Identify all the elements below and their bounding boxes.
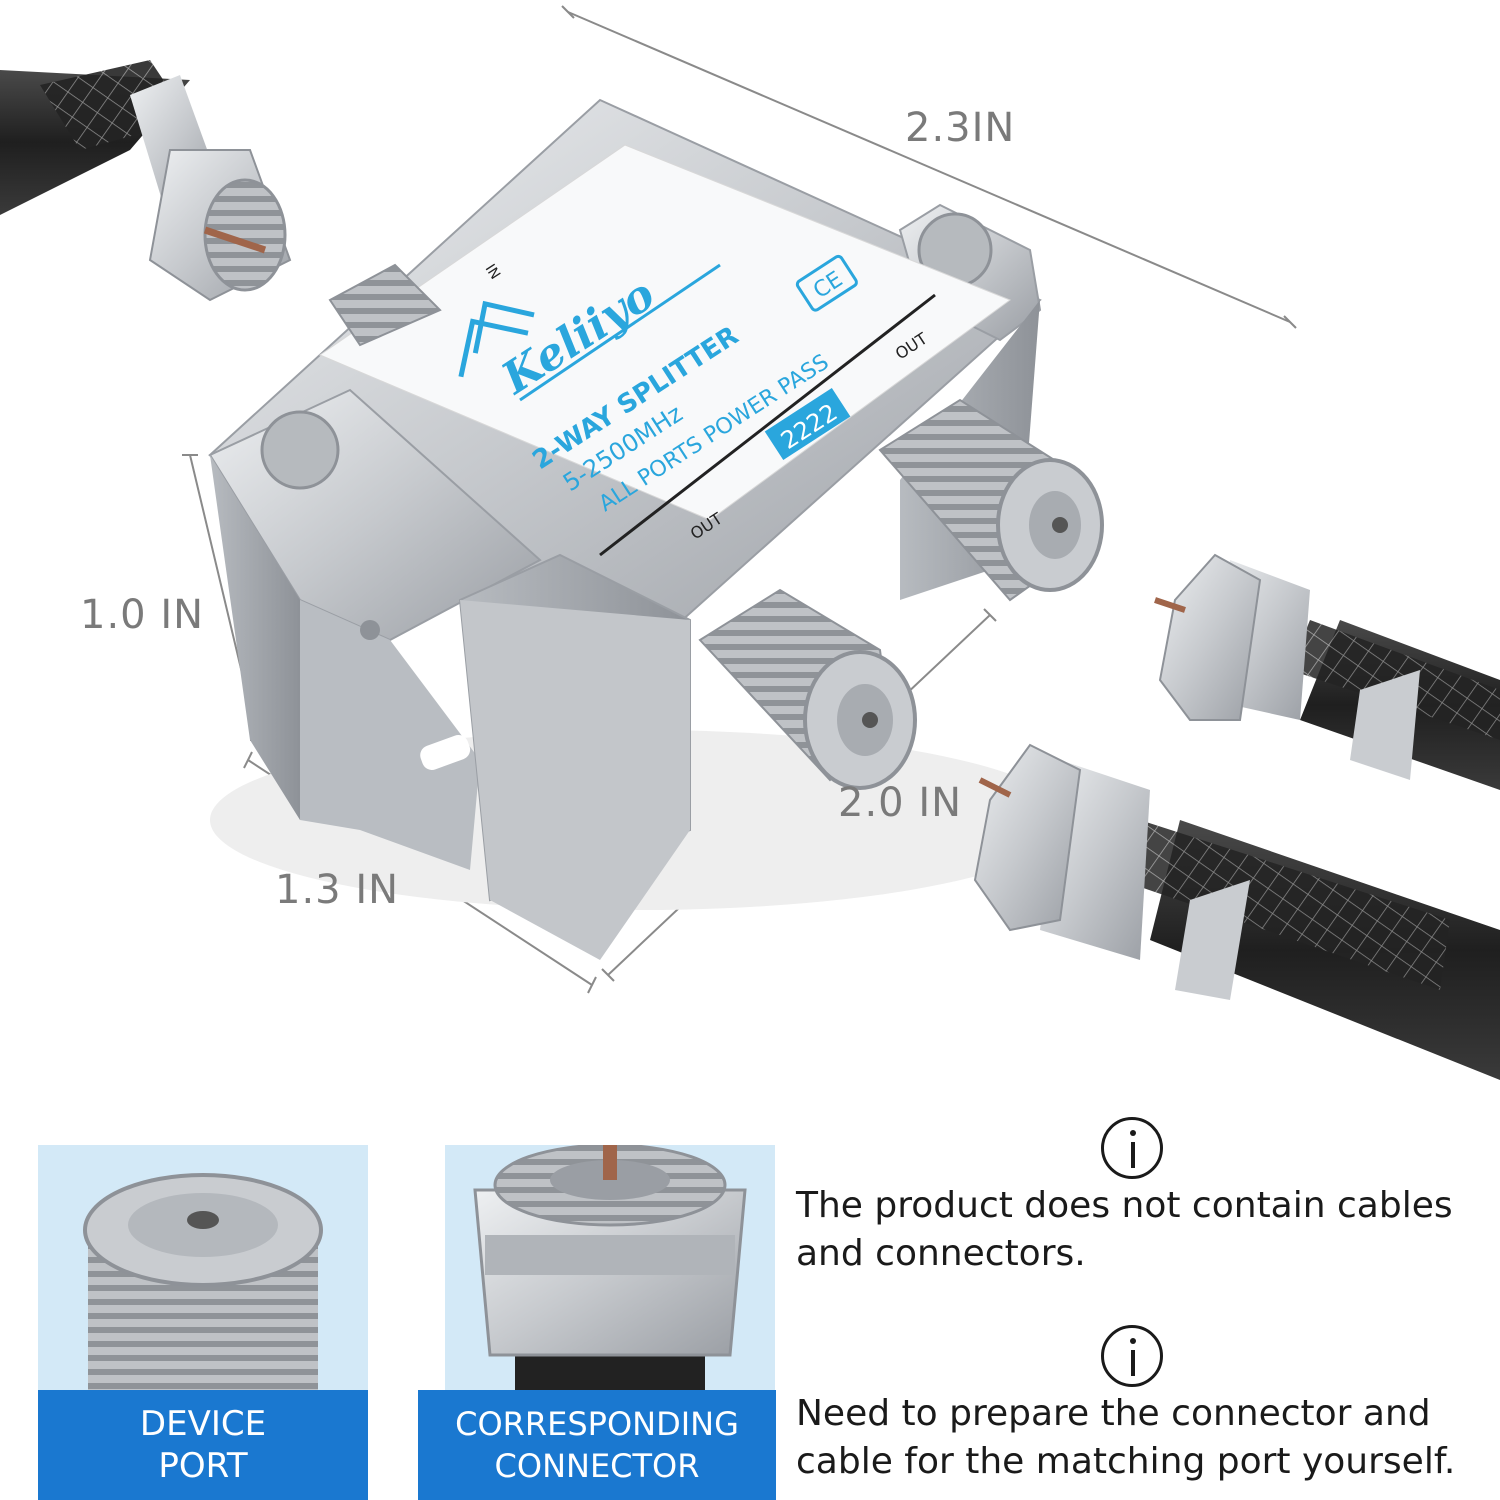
dimension-depth: 1.3 IN xyxy=(275,867,400,913)
device-port-label: DEVICE PORT xyxy=(38,1390,368,1500)
output-cable-lower xyxy=(973,743,1500,1080)
connector-label-line2: CONNECTOR xyxy=(494,1447,700,1485)
input-port xyxy=(328,263,442,347)
device-port-label-line1: DEVICE xyxy=(139,1404,267,1444)
output-cable-upper xyxy=(1154,553,1500,790)
dimension-height: 1.0 IN xyxy=(80,592,205,638)
info-icon xyxy=(1101,1325,1163,1387)
output-port-1 xyxy=(698,588,917,790)
connector-label: CORRESPONDING CONNECTOR xyxy=(418,1390,776,1500)
output-port-2 xyxy=(878,398,1104,602)
device-port-thumbnail xyxy=(38,1145,368,1395)
note-no-cables: The product does not contain cables and … xyxy=(796,1185,1453,1274)
input-cable xyxy=(0,60,292,302)
device-port-image xyxy=(38,1145,368,1395)
splitter-body xyxy=(208,98,1070,960)
connector-image xyxy=(445,1145,775,1395)
device-port-label-line2: PORT xyxy=(158,1446,248,1486)
dimension-length: 2.0 IN xyxy=(838,780,963,826)
dimension-width: 2.3IN xyxy=(905,105,1016,151)
connector-thumbnail xyxy=(445,1145,775,1395)
info-icon xyxy=(1101,1117,1163,1179)
connector-label-line1: CORRESPONDING xyxy=(455,1405,739,1443)
note-prepare-connector: Need to prepare the connector and cable … xyxy=(796,1393,1456,1482)
